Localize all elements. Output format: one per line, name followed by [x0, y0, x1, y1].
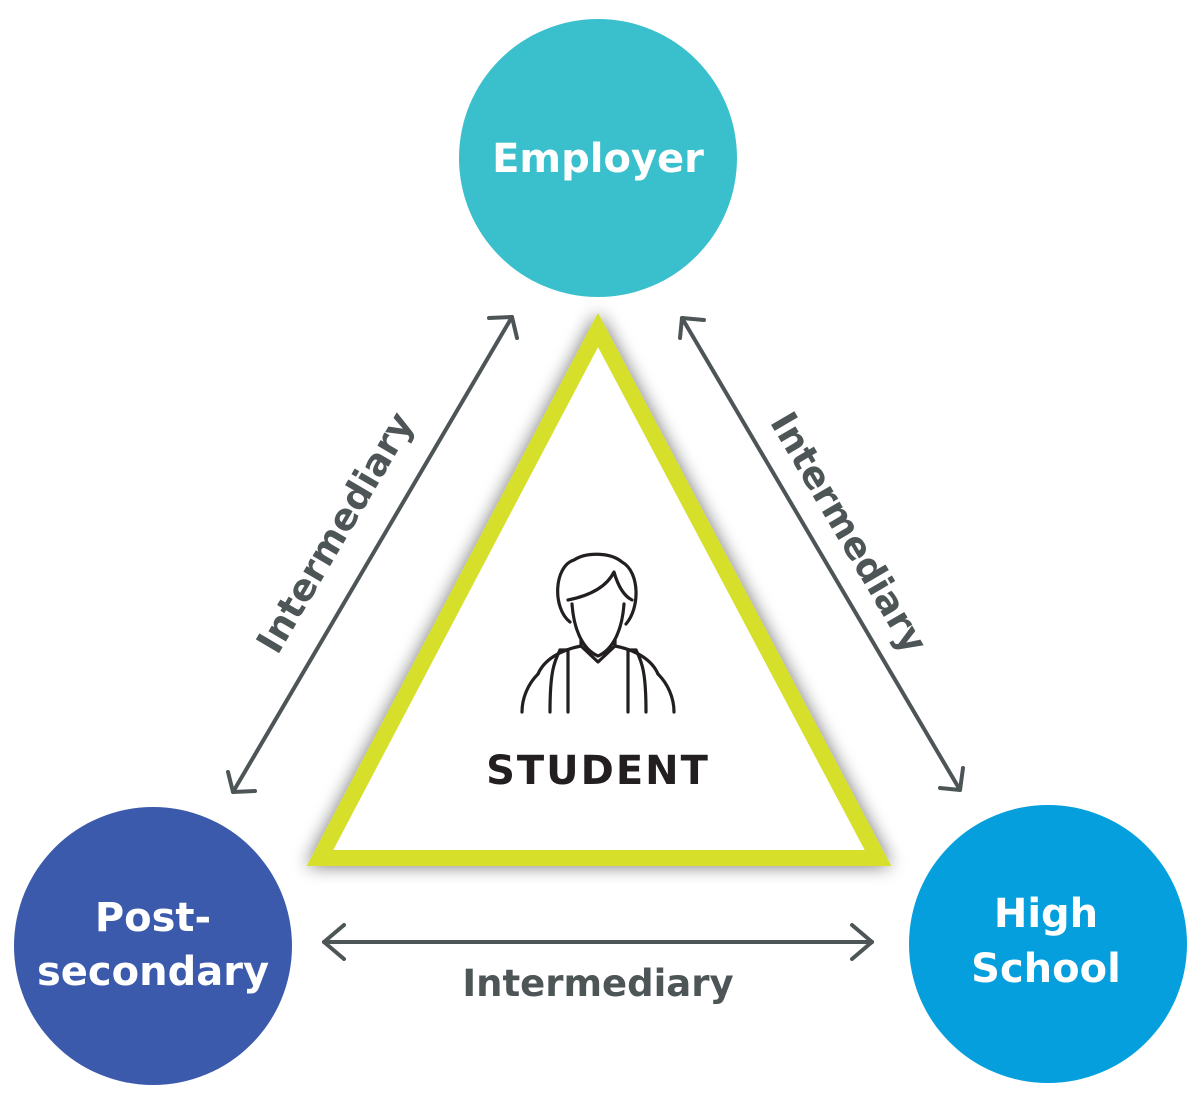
right-link-label: Intermediary	[762, 405, 936, 661]
bottom-link-label: Intermediary	[462, 962, 733, 1005]
student-icon	[520, 552, 676, 714]
student-label: STUDENT	[486, 748, 710, 794]
employer-label: Employer	[492, 136, 704, 182]
postsecondary-label-line1: Post-	[95, 895, 211, 941]
right-link-arrow	[678, 316, 965, 792]
high-school-label-line2: School	[971, 946, 1121, 992]
student-triangle	[306, 312, 892, 866]
high-school-node: High School	[909, 805, 1187, 1083]
bottom-link-arrow	[322, 923, 874, 961]
employer-node: Employer	[459, 19, 737, 297]
postsecondary-label-line2: secondary	[37, 949, 269, 995]
left-link-arrow	[226, 315, 519, 794]
high-school-label-line1: High	[994, 891, 1098, 937]
left-link-label: Intermediary	[248, 405, 422, 661]
postsecondary-node: Post- secondary	[14, 807, 292, 1085]
